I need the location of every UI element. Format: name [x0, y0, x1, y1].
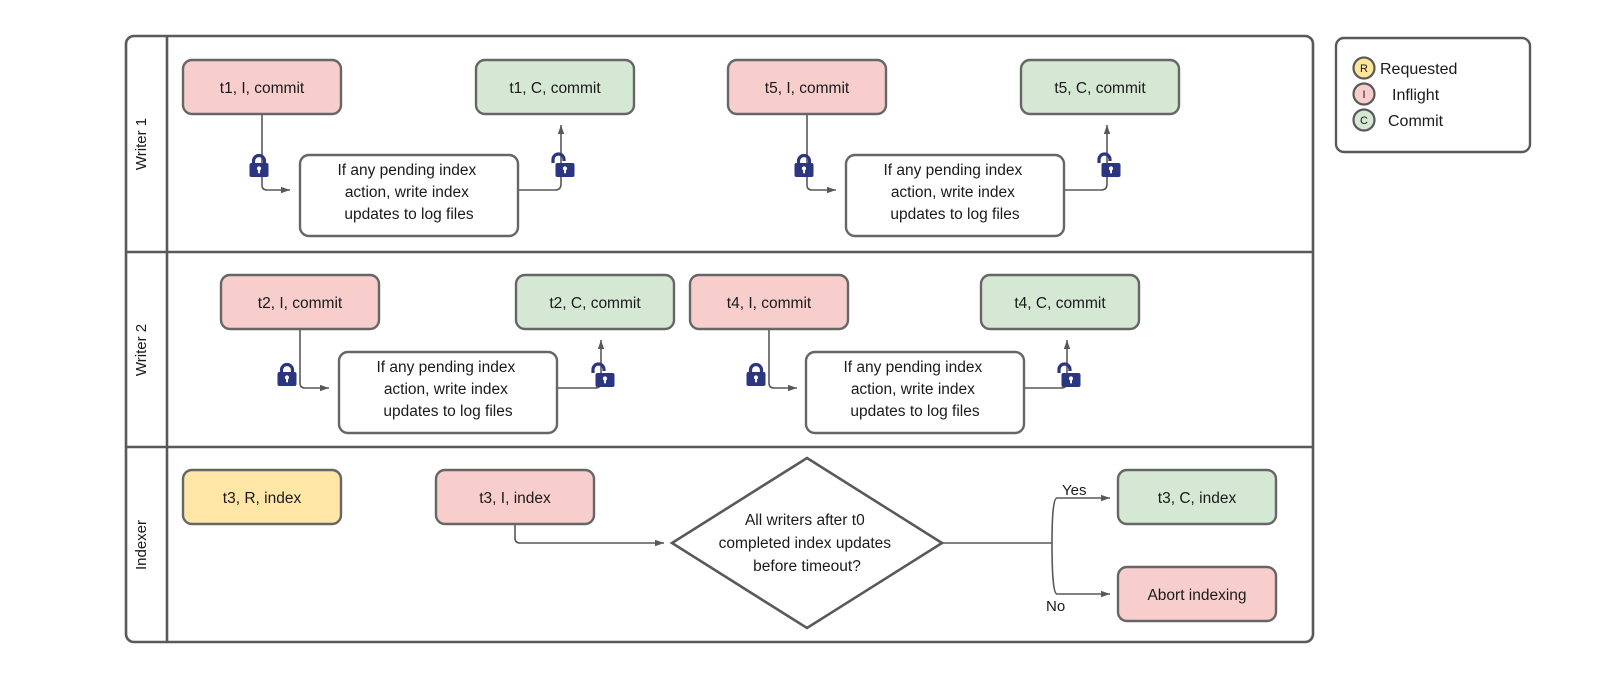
node-label: t5, C, commit [1054, 80, 1146, 97]
node-label-line: If any pending index [337, 162, 476, 179]
node-w2-index-action-1[interactable]: If any pending index action, write index… [337, 350, 559, 435]
legend-badge-letter: R [1360, 63, 1368, 75]
node-idx-t3-inflight[interactable]: t3, I, index [434, 468, 596, 526]
lock-open-icon [1057, 362, 1081, 387]
node-label: t2, C, commit [549, 295, 641, 312]
node-label: t4, C, commit [1014, 295, 1106, 312]
node-label-line: updates to log files [383, 403, 513, 420]
node-w2-t4-inflight[interactable]: t4, I, commit [688, 273, 850, 331]
node-label-line: completed index updates [719, 535, 892, 552]
svg-text:If any pending index act: If any pending index action, write index… [376, 359, 519, 420]
node-label: t3, C, index [1158, 490, 1237, 507]
lock-closed-icon [249, 153, 269, 177]
lock-open-icon [591, 362, 615, 387]
legend-badge-letter: C [1360, 115, 1368, 127]
node-idx-decision[interactable]: All writers after t0 completed index upd… [669, 456, 945, 630]
node-label-line: updates to log files [850, 403, 980, 420]
node-label: t1, C, commit [509, 80, 601, 97]
node-label-line: If any pending index [843, 359, 982, 376]
node-w2-t4-commit[interactable]: t4, C, commit [979, 273, 1141, 331]
node-label: t3, R, index [223, 490, 302, 507]
node-w2-index-action-2[interactable]: If any pending index action, write index… [804, 350, 1026, 435]
edge-label-yes: Yes [1062, 482, 1086, 499]
node-label: t5, I, commit [765, 80, 850, 97]
node-w1-t5-inflight[interactable]: t5, I, commit [726, 58, 888, 116]
node-w2-t2-commit[interactable]: t2, C, commit [514, 273, 676, 331]
lane-label-writer-2: Writer 2 [133, 324, 150, 376]
svg-text:If any pending index act: If any pending index action, write index… [883, 162, 1026, 223]
legend-label: Requested [1380, 61, 1457, 78]
lock-open-icon [1097, 152, 1121, 177]
node-label-line: If any pending index [376, 359, 515, 376]
edge-label-no: No [1046, 598, 1065, 615]
node-label: t4, I, commit [727, 295, 812, 312]
legend-panel: R Requested I Inflight C Commit [1334, 36, 1532, 154]
node-label: Abort indexing [1147, 587, 1246, 604]
node-label: t3, I, index [479, 490, 551, 507]
legend-badge-letter: I [1362, 89, 1365, 101]
node-w1-index-action-2[interactable]: If any pending index action, write index… [844, 153, 1066, 238]
node-label-line: All writers after t0 [745, 512, 865, 529]
node-label-line: If any pending index [883, 162, 1022, 179]
legend-item-requested: R Requested [1352, 56, 1457, 80]
node-w1-index-action-1[interactable]: If any pending index action, write index… [298, 153, 520, 238]
lock-closed-icon [794, 153, 814, 177]
legend-item-commit: C Commit [1352, 108, 1444, 132]
lane-label-writer-1: Writer 1 [133, 118, 150, 170]
node-label-line: updates to log files [344, 206, 474, 223]
svg-text:If any pending index act: If any pending index action, write index… [843, 359, 986, 420]
lane-label-indexer: Indexer [133, 520, 150, 570]
node-label-line: action, write index [384, 381, 508, 398]
legend-label: Inflight [1392, 87, 1440, 104]
node-label-line: updates to log files [890, 206, 1020, 223]
lock-open-icon [551, 152, 575, 177]
node-w2-t2-inflight[interactable]: t2, I, commit [219, 273, 381, 331]
node-label-line: action, write index [851, 381, 975, 398]
legend-label: Commit [1388, 113, 1444, 130]
node-label: t1, I, commit [220, 80, 305, 97]
node-label-line: action, write index [891, 184, 1015, 201]
node-label-line: before timeout? [753, 558, 861, 575]
node-label-line: action, write index [345, 184, 469, 201]
node-idx-t3-commit[interactable]: t3, C, index [1116, 468, 1278, 526]
lock-closed-icon [277, 362, 297, 386]
svg-text:If any pending index act: If any pending index action, write index… [337, 162, 480, 223]
node-label: t2, I, commit [258, 295, 343, 312]
node-idx-abort-indexing[interactable]: Abort indexing [1116, 565, 1278, 623]
node-idx-t3-requested[interactable]: t3, R, index [181, 468, 343, 526]
svg-text:All writers after t0 com: All writers after t0 completed index upd… [719, 512, 896, 575]
lock-closed-icon [746, 362, 766, 386]
node-w1-t1-inflight[interactable]: t1, I, commit [181, 58, 343, 116]
node-w1-t5-commit[interactable]: t5, C, commit [1019, 58, 1181, 116]
node-w1-t1-commit[interactable]: t1, C, commit [474, 58, 636, 116]
legend-item-inflight: I Inflight [1352, 82, 1440, 106]
